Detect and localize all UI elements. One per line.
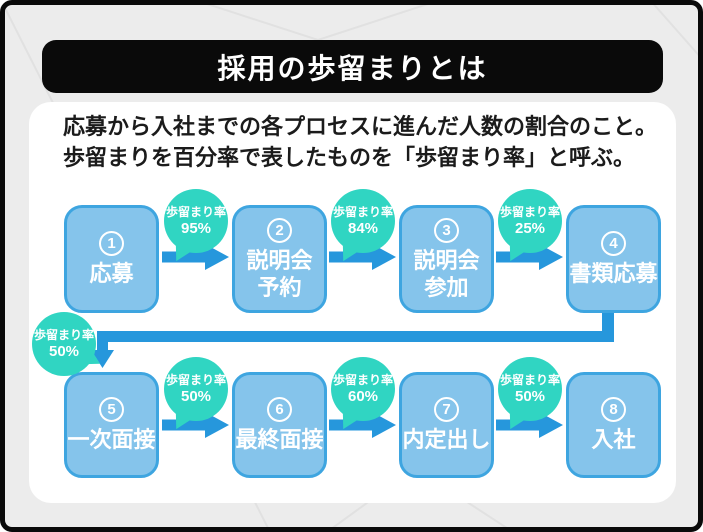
- step-number-circle: 1: [99, 231, 124, 256]
- yield-rate-value: 84%: [347, 219, 379, 237]
- yield-rate-value: 50%: [514, 387, 546, 405]
- step-box-final-interview: 6 最終面接: [232, 372, 327, 478]
- yield-rate-label: 歩留まり率: [499, 204, 560, 219]
- step-label: 最終面接: [235, 427, 324, 452]
- yield-rate-bubble: 歩留まり率 50%: [32, 312, 96, 376]
- yield-rate-value: 50%: [180, 387, 212, 405]
- yield-rate-value: 95%: [180, 219, 212, 237]
- step-number-circle: 3: [434, 217, 459, 243]
- yield-rate-bubble: 歩留まり率 60%: [331, 357, 395, 421]
- step-number-circle: 8: [601, 397, 626, 422]
- yield-rate-bubble: 歩留まり率 84%: [331, 189, 395, 253]
- step-number-circle: 5: [99, 397, 124, 422]
- step-box-seminar-attend: 3 説明会 参加: [399, 205, 494, 313]
- yield-rate-bubble: 歩留まり率 50%: [498, 357, 562, 421]
- step-box-seminar-booking: 2 説明会 予約: [232, 205, 327, 313]
- yield-rate-label: 歩留まり率: [499, 372, 560, 387]
- yield-rate-bubble: 歩留まり率 50%: [164, 357, 228, 421]
- yield-rate-label: 歩留まり率: [332, 204, 393, 219]
- yield-rate-value: 50%: [48, 342, 80, 360]
- step-number-circle: 2: [267, 217, 292, 243]
- yield-rate-bubble: 歩留まり率 95%: [164, 189, 228, 253]
- step-label: 応募: [89, 261, 134, 286]
- step-box-document-apply: 4 書類応募: [566, 205, 661, 313]
- step-box-job-offer: 7 内定出し: [399, 372, 494, 478]
- yield-rate-label: 歩留まり率: [332, 372, 393, 387]
- step-label: 説明会 参加: [413, 247, 480, 300]
- yield-rate-value: 60%: [347, 387, 379, 405]
- step-label: 入社: [591, 427, 636, 452]
- step-label: 内定出し: [402, 427, 491, 452]
- step-number-circle: 7: [434, 397, 459, 422]
- arrow-right-icon: [496, 412, 563, 438]
- yield-rate-bubble: 歩留まり率 25%: [498, 189, 562, 253]
- step-number-circle: 6: [267, 397, 292, 422]
- arrow-right-icon: [329, 412, 396, 438]
- yield-rate-value: 25%: [514, 219, 546, 237]
- step-label: 一次面接: [67, 427, 156, 452]
- step-box-apply: 1 応募: [64, 205, 159, 313]
- arrow-right-icon: [329, 244, 396, 270]
- arrow-right-icon: [496, 244, 563, 270]
- yield-rate-label: 歩留まり率: [33, 327, 94, 342]
- step-box-join-company: 8 入社: [566, 372, 661, 478]
- yield-rate-label: 歩留まり率: [165, 372, 226, 387]
- step-number-circle: 4: [601, 231, 626, 256]
- step-label: 書類応募: [569, 261, 658, 286]
- step-box-first-interview: 5 一次面接: [64, 372, 159, 478]
- step-label: 説明会 予約: [246, 247, 313, 300]
- yield-rate-label: 歩留まり率: [165, 204, 226, 219]
